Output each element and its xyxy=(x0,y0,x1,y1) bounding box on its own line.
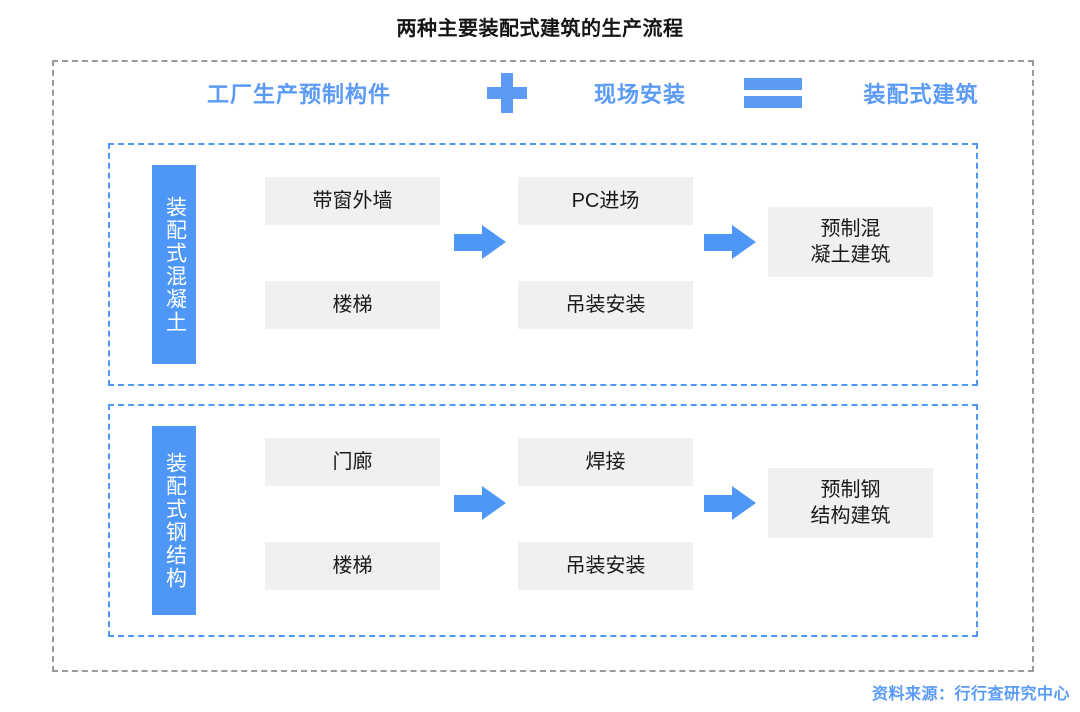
equation-term-factory: 工厂生产预制构件 xyxy=(206,82,391,107)
equation-result: 装配式建筑 xyxy=(863,82,979,107)
header-equation: 工厂生产预制构件 现场安装 装配式建筑 xyxy=(54,62,1032,124)
equation-term-site: 现场安装 xyxy=(593,82,686,107)
group-precast-steel: 装配式钢结构 门廊 楼梯 焊接 吊装安装 预制钢 结构建筑 xyxy=(108,404,978,637)
factory-item-box: 带窗外墙 xyxy=(265,177,440,225)
result-box: 预制钢 结构建筑 xyxy=(768,468,933,538)
arrow-right-icon xyxy=(704,225,756,259)
site-item-box: PC进场 xyxy=(518,177,693,225)
group-precast-concrete: 装配式混凝土 带窗外墙 楼梯 PC进场 吊装安装 预制混 凝土建筑 xyxy=(108,143,978,386)
arrow-right-icon xyxy=(454,486,506,520)
site-item-box: 焊接 xyxy=(518,438,693,486)
result-box: 预制混 凝土建筑 xyxy=(768,207,933,277)
factory-item-box: 门廊 xyxy=(265,438,440,486)
group-tab-label: 装配式钢结构 xyxy=(163,451,187,590)
arrow-right-icon xyxy=(454,225,506,259)
plus-icon xyxy=(487,73,527,113)
group-tab-label: 装配式混凝土 xyxy=(163,195,187,334)
factory-item-box: 楼梯 xyxy=(265,542,440,590)
page-title: 两种主要装配式建筑的生产流程 xyxy=(396,18,684,40)
result-line-1: 预制钢 xyxy=(820,479,881,501)
group-tab-precast-concrete: 装配式混凝土 xyxy=(152,165,196,364)
result-line-2: 结构建筑 xyxy=(810,505,891,527)
group-tab-precast-steel: 装配式钢结构 xyxy=(152,426,196,615)
diagram-outer-frame xyxy=(52,60,1034,672)
result-line-2: 凝土建筑 xyxy=(810,244,891,266)
factory-item-box: 楼梯 xyxy=(265,281,440,329)
source-note: 资料来源：行行查研究中心 xyxy=(871,686,1070,703)
arrow-right-icon xyxy=(704,486,756,520)
plus-operator xyxy=(464,73,550,113)
site-item-box: 吊装安装 xyxy=(518,542,693,590)
result-line-1: 预制混 xyxy=(820,218,881,240)
site-item-box: 吊装安装 xyxy=(518,281,693,329)
equals-operator xyxy=(730,78,816,108)
equals-icon xyxy=(744,78,802,108)
